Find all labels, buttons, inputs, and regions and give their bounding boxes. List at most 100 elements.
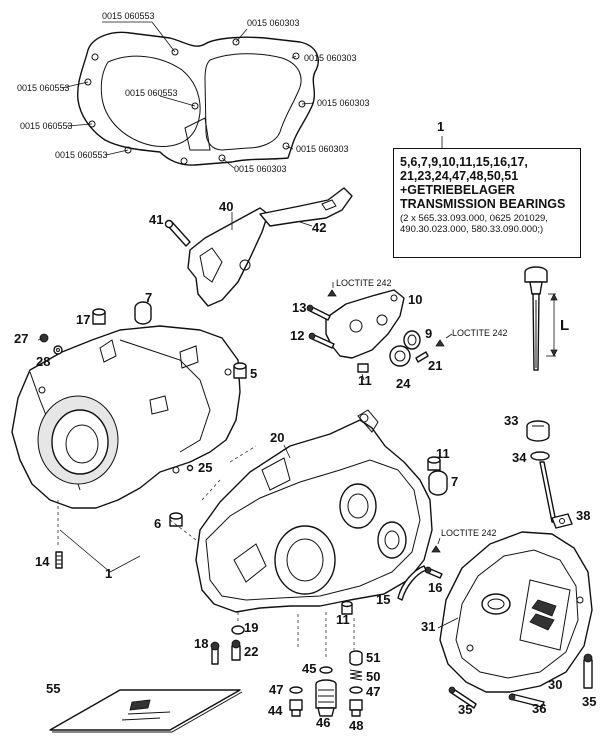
- bolt-14: [55, 551, 63, 569]
- lead-1: [59, 529, 111, 573]
- callout-16: 16: [428, 580, 442, 595]
- callout-44: 44: [268, 703, 283, 718]
- callout-47-left: 47: [269, 682, 283, 697]
- gasket-ref-h: 0015 060553: [55, 150, 108, 160]
- callout-11-right: 11: [436, 446, 450, 461]
- screw-16: [424, 566, 443, 579]
- callout-12: 12: [290, 328, 304, 343]
- kit-numbers-line-1: 5,6,7,9,10,11,15,16,17,: [400, 155, 528, 169]
- dash-right-b: [229, 445, 257, 463]
- washer-47-right: [349, 686, 363, 694]
- gasket-ref-j: 0015 060303: [234, 164, 287, 174]
- callout-10: 10: [408, 292, 422, 307]
- kit-contents-box: 5,6,7,9,10,11,15,16,17, 21,23,24,47,48,5…: [393, 148, 581, 258]
- manual-booklet-55: [49, 689, 243, 733]
- loctite-dot-mid: [435, 339, 445, 347]
- lead-31: [437, 617, 459, 629]
- left-crankcase-half: [11, 325, 241, 509]
- clutch-cover: [439, 531, 593, 693]
- filler-plug-33: [526, 420, 550, 442]
- bearing-retainer-10: [325, 289, 405, 359]
- callout-35-bottom: 35: [458, 702, 472, 717]
- callout-7-right: 7: [451, 474, 458, 489]
- bushing-5: [233, 362, 247, 379]
- kit-line-3: +GETRIEBELAGER: [400, 183, 515, 197]
- screw-13: [306, 304, 331, 321]
- dimension-label: L: [560, 317, 569, 334]
- callout-11-mid: 11: [358, 373, 372, 388]
- screw-35-right: [583, 653, 593, 689]
- gasket-ref-g: 0015 060303: [317, 98, 370, 108]
- callout-kit: 1: [437, 119, 444, 134]
- callout-51: 51: [366, 650, 380, 665]
- clip-38: [551, 513, 573, 529]
- callout-36: 36: [532, 701, 546, 716]
- spring-50: [349, 669, 363, 681]
- callout-45: 45: [302, 661, 316, 676]
- dim-arrow-down: [550, 349, 558, 357]
- washer-28: [53, 345, 63, 355]
- callout-50: 50: [366, 669, 380, 684]
- callout-17: 17: [76, 312, 90, 327]
- chain-guide-assembly: [164, 187, 353, 307]
- screw-27: [37, 333, 49, 343]
- callout-7-upper: 7: [145, 290, 152, 305]
- callout-9: 9: [425, 326, 432, 341]
- callout-24: 24: [396, 376, 411, 391]
- right-crankcase-half: [169, 409, 433, 613]
- callout-38: 38: [576, 508, 590, 523]
- callout-22: 22: [244, 644, 258, 659]
- filler-stem: [539, 461, 557, 523]
- oil-screen-46: [315, 679, 337, 717]
- gasket-ref-a: 0015 060553: [102, 11, 155, 21]
- crankcase-gasket: [61, 21, 319, 169]
- callout-27: 27: [14, 331, 28, 346]
- dowel-17: [92, 308, 106, 325]
- callout-35-right: 35: [582, 694, 596, 709]
- callout-42: 42: [312, 220, 326, 235]
- callout-20: 20: [270, 430, 284, 445]
- drain-plug-44: [289, 699, 303, 717]
- drain-plug-48: [349, 699, 363, 717]
- callout-33: 33: [504, 413, 518, 428]
- gasket-ref-i: 0015 060303: [296, 144, 349, 154]
- screw-35-bottom: [448, 686, 477, 709]
- callout-28: 28: [36, 354, 50, 369]
- loctite-upper: LOCTITE 242: [336, 278, 392, 288]
- kit-small-line-1: (2 x 565.33.093.000, 0625 201029,: [400, 213, 548, 224]
- lead-loctite-lower: [437, 537, 441, 545]
- dash-right-a: [201, 479, 221, 501]
- lead-20: [283, 444, 291, 459]
- kit-numbers-line-2: 21,23,24,47,48,50,51: [400, 169, 519, 183]
- callout-19: 19: [244, 620, 258, 635]
- gasket-ref-c: 0015 060553: [17, 83, 70, 93]
- callout-6: 6: [154, 516, 161, 531]
- callout-46: 46: [316, 715, 330, 730]
- callout-14: 14: [35, 554, 50, 569]
- callout-48: 48: [349, 718, 363, 733]
- screw-18: [210, 641, 220, 665]
- callout-30: 30: [548, 677, 562, 692]
- callout-15: 15: [376, 592, 390, 607]
- loctite-dot-upper: [327, 289, 337, 297]
- callout-55: 55: [46, 681, 60, 696]
- plug-51: [349, 650, 363, 666]
- bushing-7-upper: [134, 301, 152, 325]
- callout-47-right: 47: [366, 684, 380, 699]
- gasket-ref-b: 0015 060303: [247, 18, 300, 28]
- callout-18: 18: [194, 636, 208, 651]
- callout-1: 1: [105, 566, 112, 581]
- washer-19: [231, 625, 245, 635]
- callout-40: 40: [219, 199, 233, 214]
- loctite-mid: LOCTITE 242: [452, 328, 508, 338]
- dowel-6: [169, 512, 183, 527]
- callout-25: 25: [198, 460, 212, 475]
- callout-5: 5: [250, 366, 257, 381]
- gasket-ref-f: 0015 060303: [304, 53, 357, 63]
- o-ring-34: [530, 451, 550, 461]
- screw-12: [308, 332, 335, 349]
- lead-loctite-mid: [445, 333, 453, 339]
- clamp-15: [397, 565, 427, 601]
- lead-11-mid: [361, 373, 365, 381]
